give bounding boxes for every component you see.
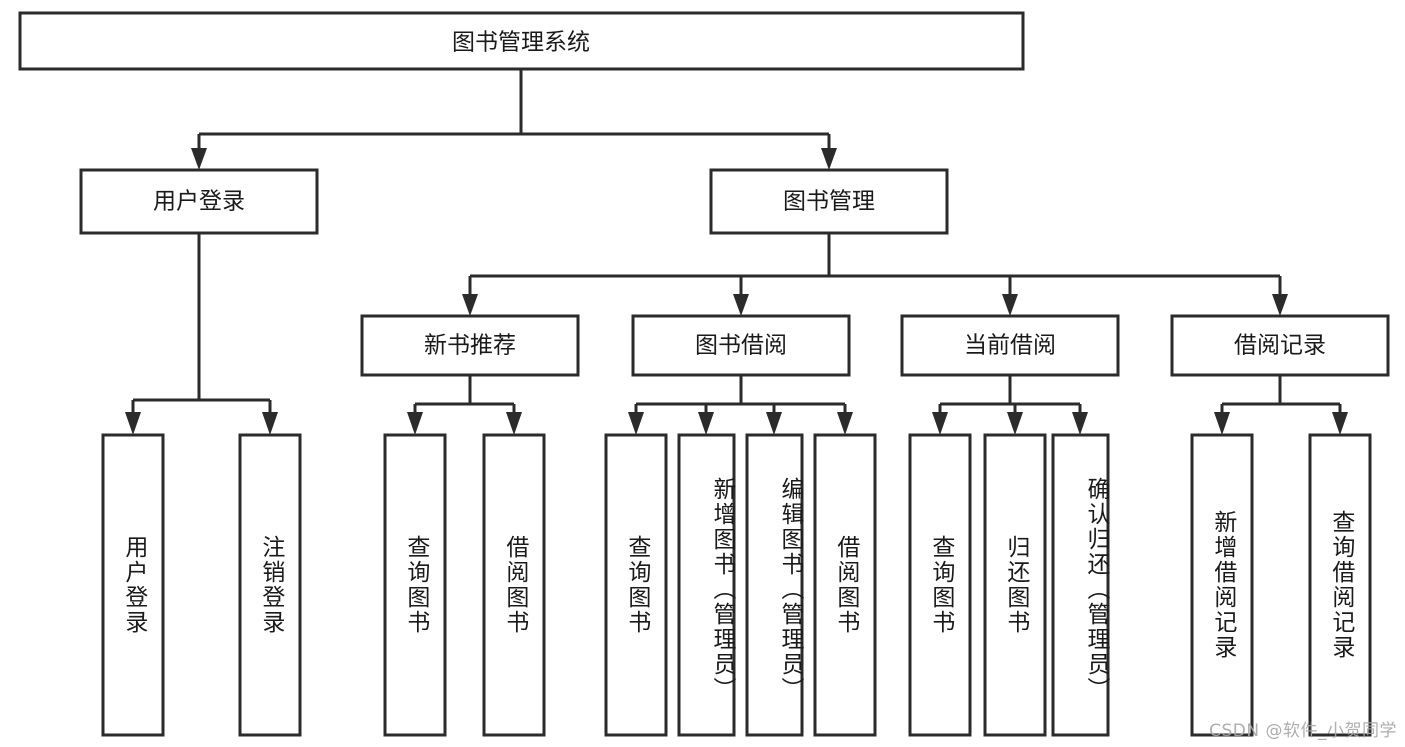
- connector-book-borrow-bus: [636, 375, 845, 406]
- node-leaf-return-book[interactable]: [983, 433, 1047, 737]
- arrowhead-leaf-add-record: [1214, 412, 1230, 435]
- node-user-login[interactable]: 用户登录: [79, 168, 319, 235]
- node-new-book-rec[interactable]: 新书推荐: [360, 314, 580, 377]
- node-new-book-rec-label: 新书推荐: [424, 333, 516, 359]
- arrowhead-current-borrow: [1002, 294, 1018, 316]
- node-layer: 图书管理系统 用户登录 图书管理 新书推荐 图书借阅 当前: [18, 11, 1390, 737]
- arrowhead-new-book-rec: [462, 294, 478, 316]
- node-leaf-add-record[interactable]: [1190, 433, 1254, 737]
- arrowhead-leaf-user-logout: [262, 412, 278, 435]
- connector-new-book-rec-bus: [415, 375, 514, 406]
- arrowhead-leaf-query-book-2: [628, 412, 644, 435]
- node-book-manage-label: 图书管理: [783, 189, 875, 215]
- node-current-borrow-label: 当前借阅: [964, 333, 1056, 359]
- node-borrow-record[interactable]: 借阅记录: [1170, 314, 1390, 377]
- node-current-borrow[interactable]: 当前借阅: [900, 314, 1120, 377]
- node-borrow-record-label: 借阅记录: [1234, 333, 1326, 359]
- arrowhead-leaf-query-book-1: [407, 412, 423, 435]
- connector-root-bus: [199, 69, 829, 136]
- arrowhead-book-borrow: [733, 294, 749, 316]
- node-user-login-label: 用户登录: [153, 189, 245, 215]
- arrowhead-user-login: [191, 148, 207, 170]
- node-leaf-query-book-2[interactable]: [604, 433, 668, 737]
- arrowhead-leaf-user-login: [125, 412, 141, 435]
- node-leaf-confirm-return[interactable]: [1051, 433, 1110, 737]
- node-leaf-add-book[interactable]: [677, 433, 736, 737]
- node-leaf-user-logout[interactable]: [238, 433, 302, 737]
- node-leaf-borrow-book-1[interactable]: [482, 433, 546, 737]
- arrowhead-leaf-borrow-book-2: [837, 412, 853, 435]
- arrowhead-leaf-confirm-return: [1072, 412, 1088, 435]
- node-leaf-query-record[interactable]: [1308, 433, 1372, 737]
- arrowhead-leaf-edit-book: [766, 412, 782, 435]
- node-book-borrow-label: 图书借阅: [695, 333, 787, 359]
- node-book-borrow[interactable]: 图书借阅: [631, 314, 851, 377]
- arrowhead-leaf-query-record: [1332, 412, 1348, 435]
- arrowhead-book-manage: [821, 148, 837, 170]
- node-root[interactable]: 图书管理系统: [18, 11, 1025, 71]
- arrowhead-leaf-borrow-book-1: [506, 412, 522, 435]
- arrowhead-leaf-query-book-3: [932, 412, 948, 435]
- arrowhead-borrow-record: [1272, 294, 1288, 316]
- csdn-watermark: CSDN @软件_小贺同学: [1209, 721, 1397, 741]
- node-leaf-query-book-1[interactable]: [383, 433, 447, 737]
- connector-book-manage-bus: [470, 233, 1280, 278]
- connector-borrow-record-bus: [1222, 375, 1340, 406]
- node-book-manage[interactable]: 图书管理: [709, 168, 949, 235]
- node-leaf-edit-book[interactable]: [745, 433, 804, 737]
- node-root-label: 图书管理系统: [452, 30, 590, 56]
- node-leaf-borrow-book-2[interactable]: [813, 433, 877, 737]
- connector-user-login-stem: [133, 233, 270, 402]
- connector-layer: [125, 69, 1348, 435]
- arrowhead-leaf-return-book: [1007, 412, 1023, 435]
- connector-current-borrow-bus: [940, 375, 1080, 406]
- arrowhead-leaf-add-book: [698, 412, 714, 435]
- node-leaf-user-login[interactable]: [101, 433, 165, 737]
- node-leaf-query-book-3[interactable]: [908, 433, 972, 737]
